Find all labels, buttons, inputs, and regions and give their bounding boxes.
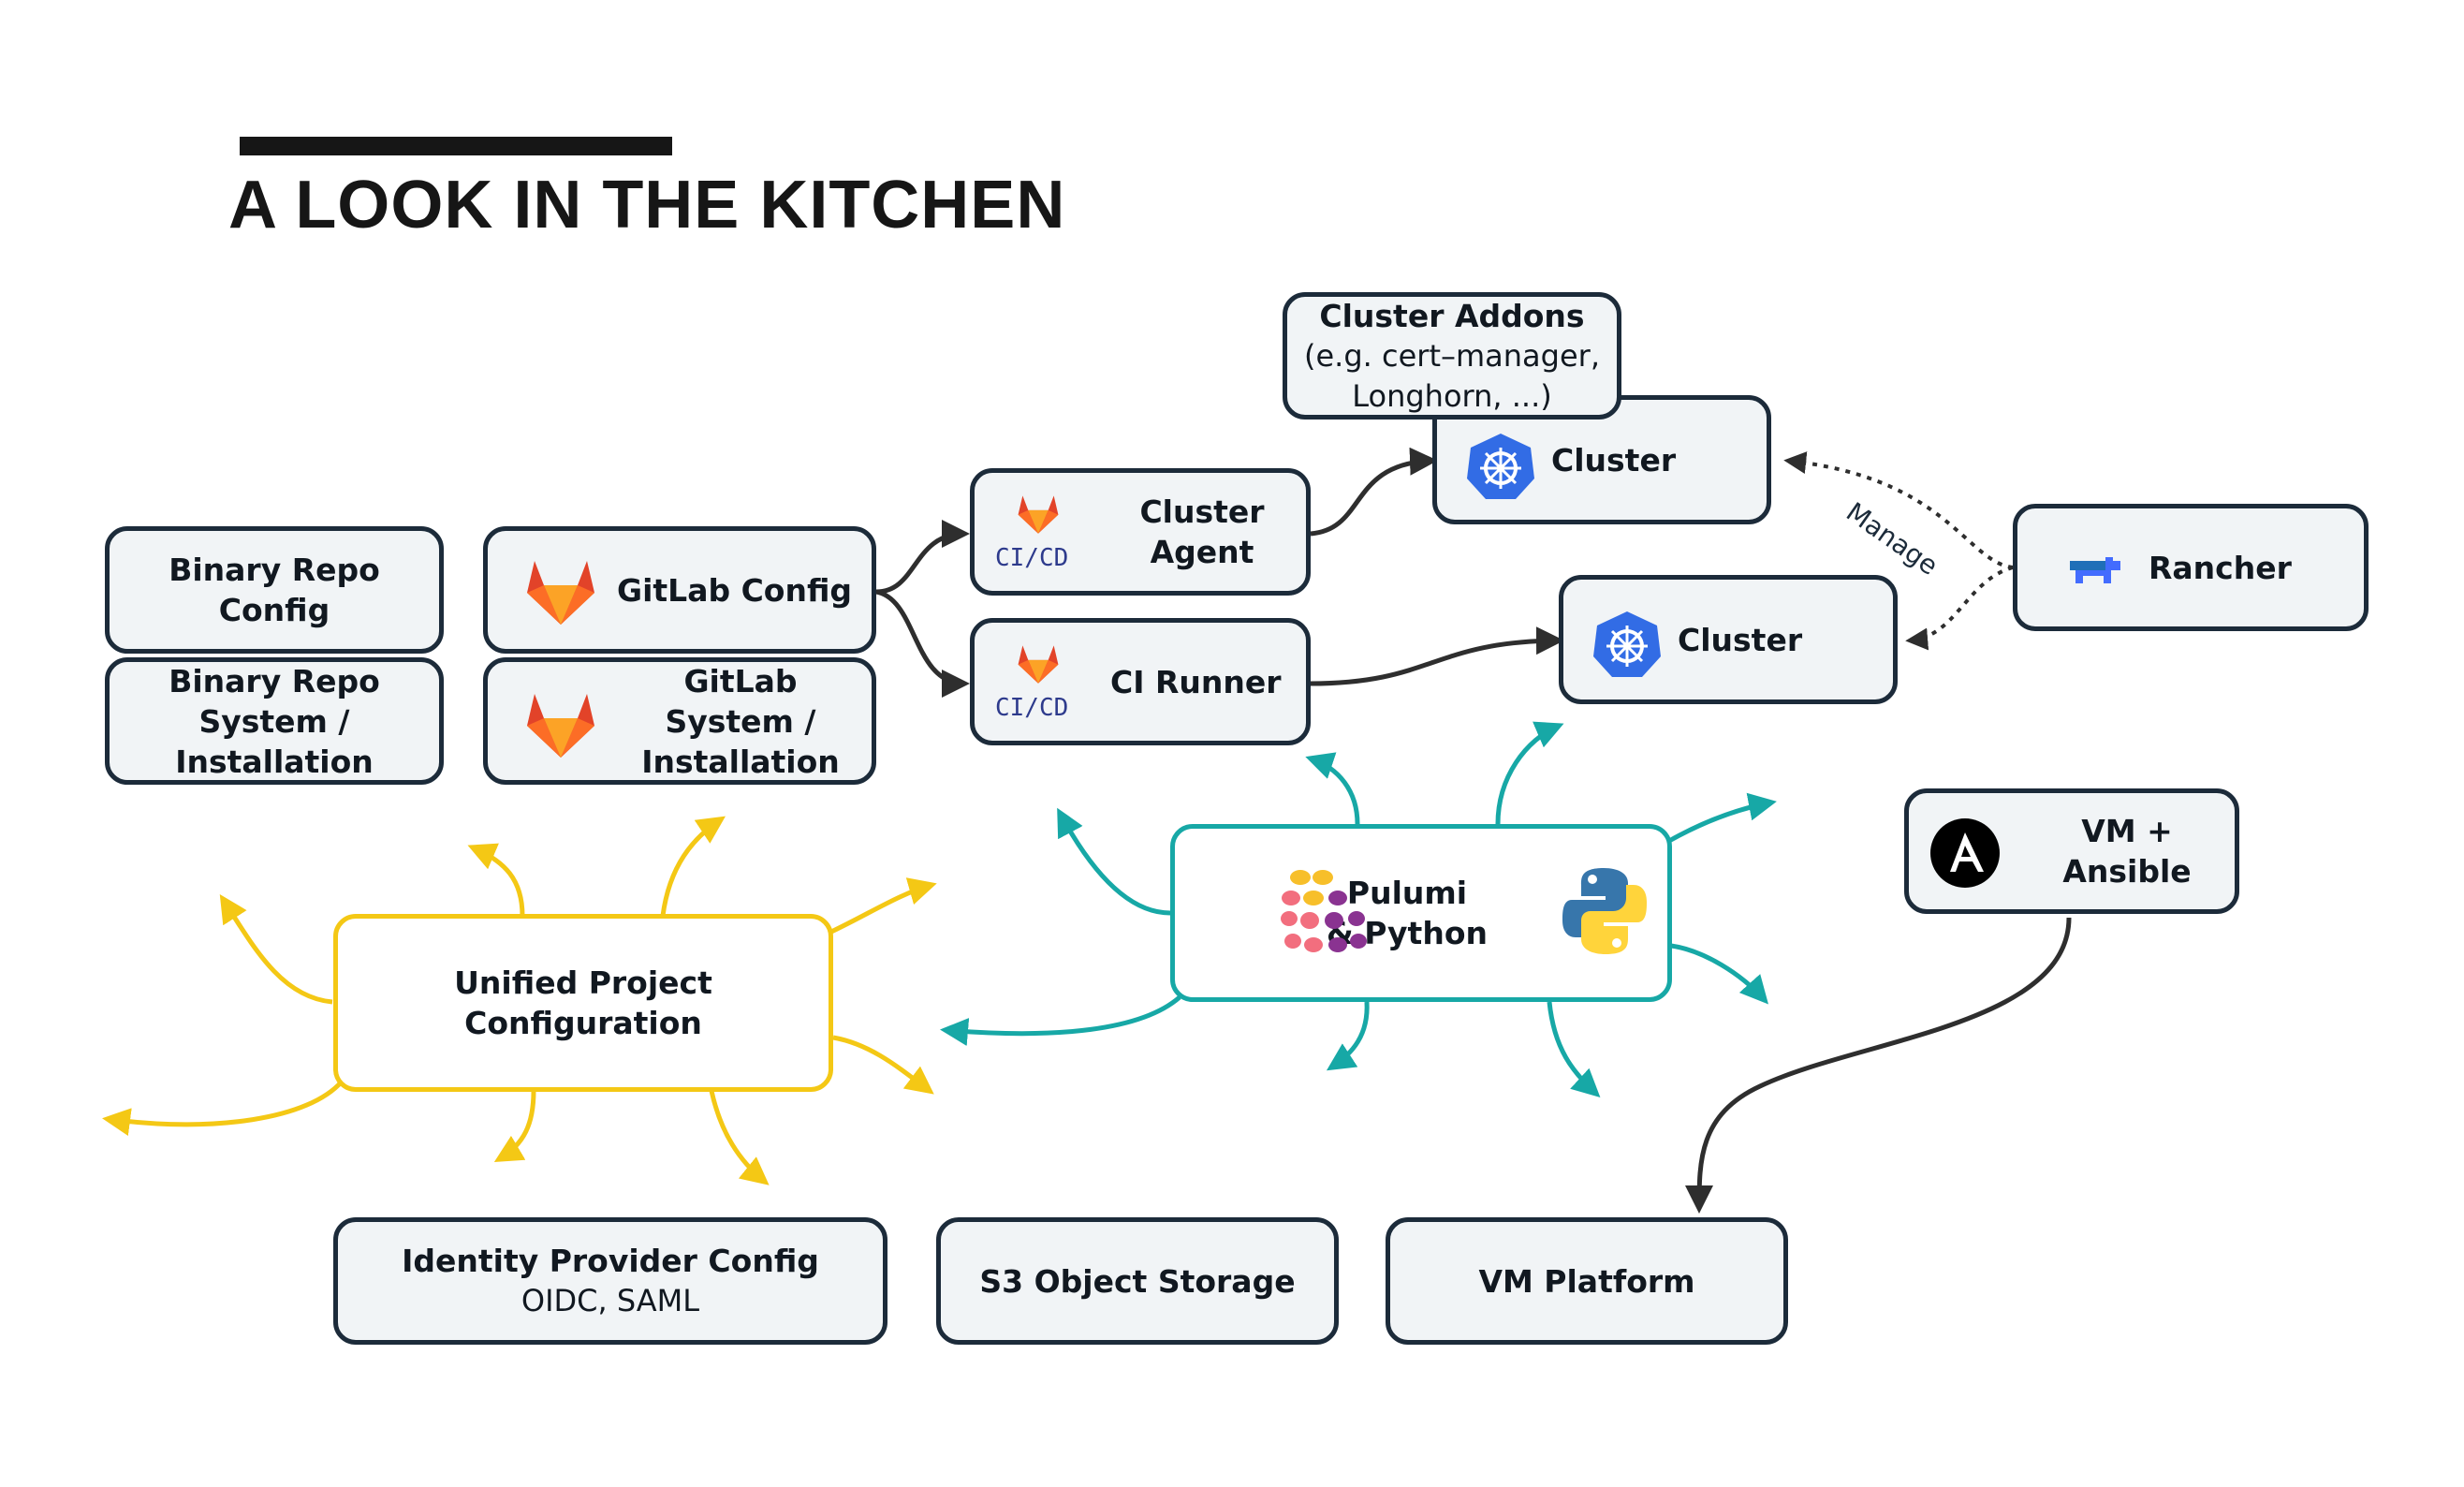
rancher-box[interactable]: Rancher xyxy=(2013,504,2369,631)
cluster-addons-box[interactable]: Cluster Addons (e.g. cert–manager, Longh… xyxy=(1283,292,1621,420)
ci-runner-box[interactable]: CI/CD CI Runner xyxy=(970,618,1311,745)
edge-gitlab-to-runner xyxy=(875,589,970,698)
pulumi-arrow xyxy=(1305,752,1360,825)
edge-ansible-to-vm-platform xyxy=(1685,917,2072,1214)
s3-object-storage-box[interactable]: S3 Object Storage xyxy=(936,1217,1339,1345)
gitlab-fox-icon xyxy=(1018,645,1059,684)
pulumi-arrow xyxy=(940,995,1181,1046)
binary-repo-config-label: Binary Repo Config xyxy=(169,552,380,628)
binary-repo-system-label: Binary Repo System / Installation xyxy=(169,662,380,780)
unified-arrow xyxy=(467,843,525,917)
cicd-icon: CI/CD xyxy=(995,694,1069,722)
pulumi-python-box[interactable]: Pulumi & Python xyxy=(1170,824,1672,1002)
pulumi-logo-icon xyxy=(1281,870,1367,952)
ci-runner-label: CI Runner xyxy=(1110,663,1282,700)
unified-arrow xyxy=(829,877,937,935)
identity-provider-sub: OIDC, SAML xyxy=(521,1283,700,1318)
gitlab-fox-icon xyxy=(1018,495,1059,534)
binary-repo-config-box[interactable]: Binary Repo Config xyxy=(105,526,444,654)
cluster-addons-sub1: (e.g. cert–manager, xyxy=(1304,337,1600,374)
title-bar xyxy=(240,137,672,155)
pulumi-arrow xyxy=(1057,807,1171,916)
gitlab-config-label: GitLab Config xyxy=(617,571,853,609)
unified-project-config-label: Unified Project Configuration xyxy=(454,964,712,1041)
vm-ansible-box[interactable]: VM + Ansible xyxy=(1904,788,2239,914)
edge-runner-to-cluster xyxy=(1310,626,1564,686)
kubernetes-wheel-icon xyxy=(1467,434,1534,499)
gitlab-config-box[interactable]: GitLab Config xyxy=(483,526,876,654)
gitlab-fox-icon xyxy=(527,561,594,625)
cluster-addons-sub2: Longhorn, ...) xyxy=(1352,377,1552,414)
gitlab-fox-icon xyxy=(527,694,594,758)
pulumi-arrow xyxy=(1670,943,1768,1005)
pulumi-arrow xyxy=(1547,1001,1601,1098)
unified-arrow xyxy=(709,1090,770,1185)
python-logo-icon xyxy=(1562,868,1647,954)
vm-ansible-label: VM + Ansible xyxy=(2062,813,2192,890)
cluster-bottom-label: Cluster xyxy=(1678,621,1803,658)
cluster-top-label: Cluster xyxy=(1551,441,1677,478)
cluster-agent-box[interactable]: CI/CD Cluster Agent xyxy=(970,468,1311,596)
kubernetes-wheel-icon xyxy=(1593,611,1661,677)
identity-provider-title: Identity Provider Config xyxy=(402,1243,819,1279)
pulumi-arrow xyxy=(1667,792,1777,844)
cluster-bottom-box[interactable]: Cluster xyxy=(1559,575,1898,704)
pulumi-label-line1: Pulumi xyxy=(1346,875,1468,911)
unified-arrow xyxy=(102,1080,344,1136)
gitlab-system-label: GitLab System / Installation xyxy=(641,662,840,780)
cluster-agent-label: Cluster Agent xyxy=(1139,493,1265,570)
gitlab-system-box[interactable]: GitLab System / Installation xyxy=(483,657,876,785)
pulumi-arrow xyxy=(1495,721,1564,825)
cluster-addons-title: Cluster Addons xyxy=(1319,297,1585,334)
unified-project-config-box[interactable]: Unified Project Configuration xyxy=(333,914,833,1092)
vm-platform-box[interactable]: VM Platform xyxy=(1386,1217,1788,1345)
identity-provider-config-box[interactable]: Identity Provider Config OIDC, SAML xyxy=(333,1217,887,1345)
s3-object-storage-label: S3 Object Storage xyxy=(979,1262,1296,1300)
unified-arrow xyxy=(493,1090,536,1163)
vm-platform-label: VM Platform xyxy=(1478,1262,1695,1300)
cicd-icon: CI/CD xyxy=(995,544,1069,572)
page-title: A LOOK IN THE KITCHEN xyxy=(228,168,1066,243)
rancher-cow-icon xyxy=(2070,557,2120,583)
edge-rancher-manage-bottom xyxy=(1905,566,2014,651)
rancher-label: Rancher xyxy=(2149,549,2292,586)
pulumi-arrow xyxy=(1326,1001,1370,1071)
edge-agent-to-cluster xyxy=(1310,447,1438,537)
edge-gitlab-to-agent xyxy=(875,520,970,595)
unified-arrow xyxy=(660,816,726,917)
binary-repo-system-box[interactable]: Binary Repo System / Installation xyxy=(105,657,444,785)
unified-arrow xyxy=(219,893,333,1005)
unified-arrow xyxy=(832,1035,934,1095)
ansible-a-icon xyxy=(1930,818,2000,888)
